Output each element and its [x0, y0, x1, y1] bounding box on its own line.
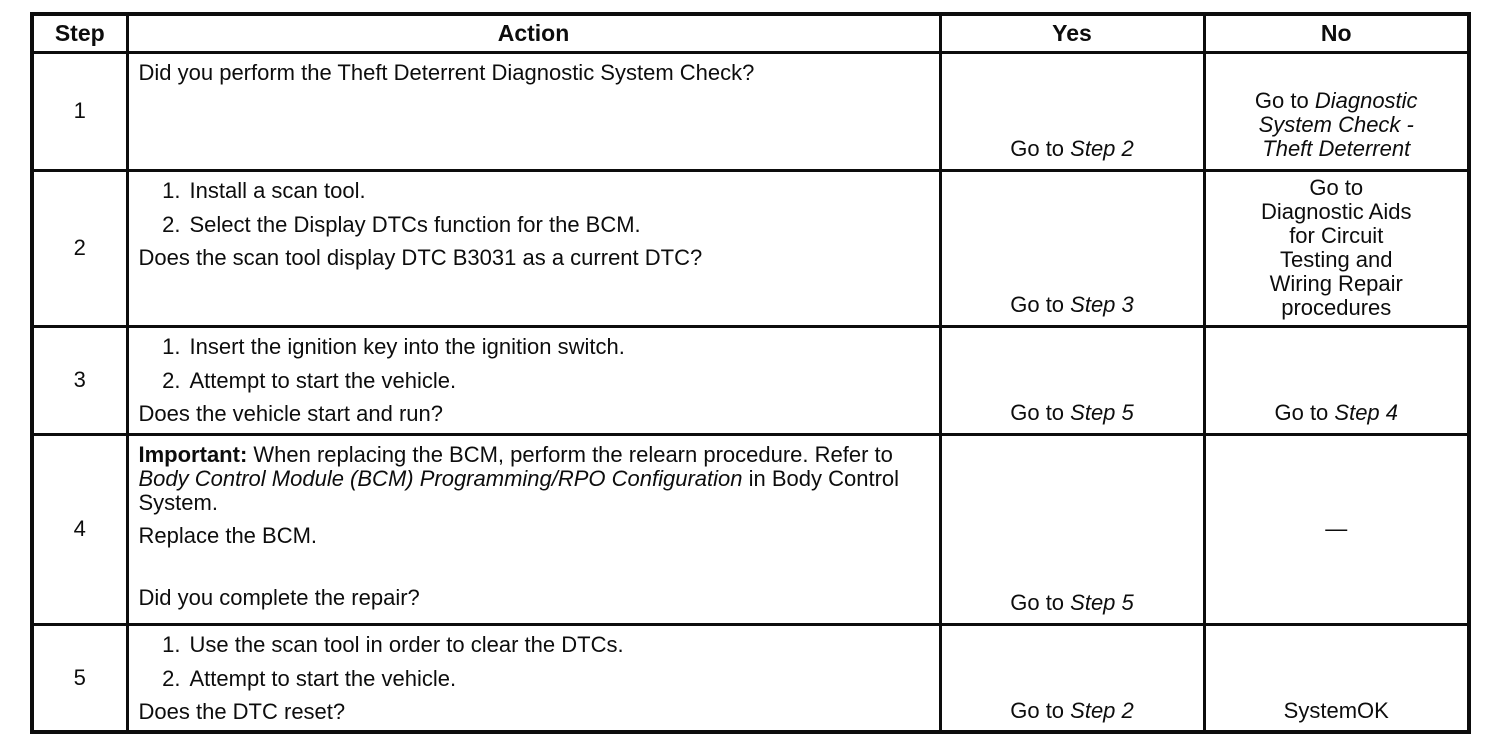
list-number: 2.: [162, 211, 181, 237]
action-list-item: 2. Select the Display DTCs function for t…: [139, 211, 933, 237]
step-cell: 1: [30, 50, 129, 172]
text-line: Theft Deterrent: [1262, 136, 1411, 162]
text-line: Go to Step 4: [1274, 400, 1399, 426]
action-list-item: 1. Use the scan tool in order to clear th…: [139, 631, 933, 657]
header-yes: Yes: [938, 12, 1206, 54]
list-text: Insert the ignition key into the ignitio…: [189, 333, 625, 359]
action-paragraph: Replace the BCM.: [138, 523, 318, 549]
yes-text: Go to Step 3: [948, 293, 1197, 317]
action-paragraph: Important: When replacing the BCM, perfo…: [138, 441, 900, 515]
yes-cell: Go to Step 2: [938, 622, 1206, 734]
action-list-item: 2. Attempt to start the vehicle.: [139, 665, 933, 691]
action-list-item: 1. Insert the ignition key into the ignit…: [139, 333, 933, 359]
action-paragraph: Does the DTC reset?: [138, 699, 346, 724]
no-text: —: [1212, 516, 1462, 542]
header-no: No: [1202, 12, 1471, 54]
action-cell: 1. Install a scan tool. 2. Select the Displ…: [125, 168, 942, 328]
no-text: SystemOK: [1212, 697, 1462, 723]
action-paragraph: Did you perform the Theft Deterrent Diag…: [138, 59, 755, 85]
yes-cell: Go to Step 3: [938, 168, 1206, 328]
action-list-item: 1. Install a scan tool.: [139, 177, 933, 203]
action-paragraph: Does the scan tool display DTC B3031 as …: [138, 244, 703, 270]
text-line: Go to Diagnostic: [1254, 87, 1418, 113]
yes-text: Go to Step 5: [948, 401, 1197, 425]
action-paragraph: Does the vehicle start and run?: [138, 401, 444, 426]
table-row: 1 Did you perform the Theft Deterrent Dia…: [30, 50, 1471, 172]
text-line: SystemOK: [1283, 697, 1389, 723]
table-header: Step Action Yes No: [30, 12, 1471, 54]
text-line: Diagnostic Aids: [1261, 198, 1412, 224]
action-cell: Did you perform the Theft Deterrent Diag…: [125, 50, 942, 172]
table-body: 1 Did you perform the Theft Deterrent Dia…: [30, 50, 1471, 734]
step-cell: 2: [30, 168, 129, 328]
text-line: Testing and: [1279, 247, 1393, 273]
step-cell: 3: [30, 324, 129, 436]
text-line: for Circuit: [1289, 222, 1384, 248]
yes-cell: Go to Step 5: [938, 324, 1206, 436]
step-cell: 4: [30, 432, 129, 626]
table-row: 3 1. Insert the ignition key into the igni…: [30, 324, 1471, 436]
text-line: Go to Step 2: [1010, 136, 1134, 162]
action-cell: 1. Use the scan tool in order to clear th…: [125, 622, 942, 734]
yes-text: Go to Step 2: [948, 697, 1197, 723]
no-cell: SystemOK: [1202, 622, 1471, 734]
diagnostic-table: Step Action Yes No 1 Did you perform the …: [30, 12, 1471, 735]
table-row: 2 1. Install a scan tool. 2. Select the Disp…: [30, 168, 1471, 328]
yes-cell: Go to Step 5: [938, 432, 1206, 626]
list-text: Install a scan tool.: [189, 177, 366, 203]
list-number: 2.: [162, 367, 181, 393]
yes-text: Go to Step 2: [948, 137, 1197, 161]
action-paragraph: Did you complete the repair?: [138, 585, 420, 611]
list-text: Attempt to start the vehicle.: [189, 665, 457, 691]
action-cell: 1. Insert the ignition key into the ignit…: [125, 324, 942, 436]
list-text: Select the Display DTCs function for the…: [189, 211, 641, 237]
header-row: Step Action Yes No: [30, 12, 1471, 54]
list-text: Attempt to start the vehicle.: [189, 367, 457, 393]
yes-text: Go to Step 5: [948, 591, 1197, 615]
header-action: Action: [125, 12, 942, 54]
yes-cell: Go to Step 2: [938, 50, 1206, 172]
text-line: procedures: [1281, 295, 1392, 321]
action-cell: Important: When replacing the BCM, perfo…: [125, 432, 942, 626]
list-number: 1.: [162, 177, 181, 203]
list-number: 1.: [162, 333, 181, 359]
header-step: Step: [30, 12, 129, 54]
text-line: Wiring Repair: [1269, 271, 1403, 297]
text-line: Go to Step 2: [1010, 697, 1134, 723]
list-number: 1.: [162, 631, 181, 657]
text-line: Go to Step 3: [1010, 292, 1134, 318]
no-text: Go to Step 4: [1212, 401, 1462, 425]
no-cell: —: [1202, 432, 1471, 626]
text-line: —: [1325, 516, 1348, 542]
list-number: 2.: [162, 665, 181, 691]
text-line: Go to Step 5: [1010, 590, 1134, 616]
text-line: Go to: [1309, 174, 1364, 200]
list-text: Use the scan tool in order to clear the …: [189, 631, 624, 657]
text-line: Go to Step 5: [1010, 400, 1134, 426]
step-cell: 5: [30, 622, 129, 734]
text-line: System Check -: [1258, 112, 1414, 138]
table-row: 5 1. Use the scan tool in order to clear t…: [30, 622, 1471, 734]
action-list-item: 2. Attempt to start the vehicle.: [139, 367, 933, 393]
no-cell: Go to Step 4: [1202, 324, 1471, 436]
